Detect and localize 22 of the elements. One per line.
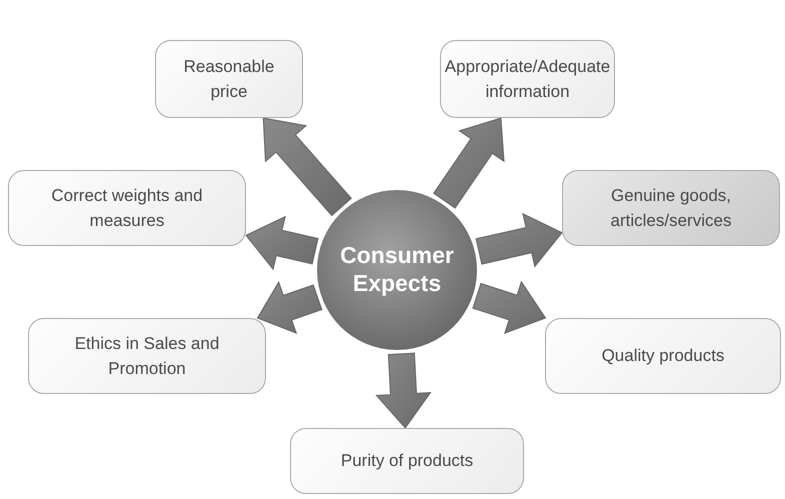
- node-text: Purity of products: [340, 450, 474, 472]
- rounded-box: [28, 318, 266, 394]
- block-arrow: [245, 216, 319, 270]
- node-text: Quality products: [602, 345, 724, 368]
- node-text: Correct weights and measures: [50, 184, 204, 232]
- node-text: Reasonable price: [182, 56, 276, 103]
- rounded-box: [545, 318, 781, 394]
- rounded-box: [290, 428, 524, 494]
- rounded-box: [8, 170, 246, 246]
- block-arrow: [262, 117, 352, 216]
- node-text: Genuine goods, articles/services: [610, 184, 732, 232]
- block-arrow: [476, 212, 563, 268]
- block-arrow: [433, 117, 505, 209]
- node-text: Ethics in Sales and Promotion: [74, 332, 220, 380]
- rounded-box: [562, 170, 780, 246]
- rounded-box: [440, 40, 615, 118]
- node-text: Consumer Expects: [339, 242, 455, 298]
- block-arrow: [472, 280, 546, 334]
- node-text: Appropriate/Adequate information: [444, 56, 610, 103]
- block-arrow: [256, 280, 322, 334]
- block-arrow: [375, 352, 432, 429]
- rounded-box: [155, 40, 303, 118]
